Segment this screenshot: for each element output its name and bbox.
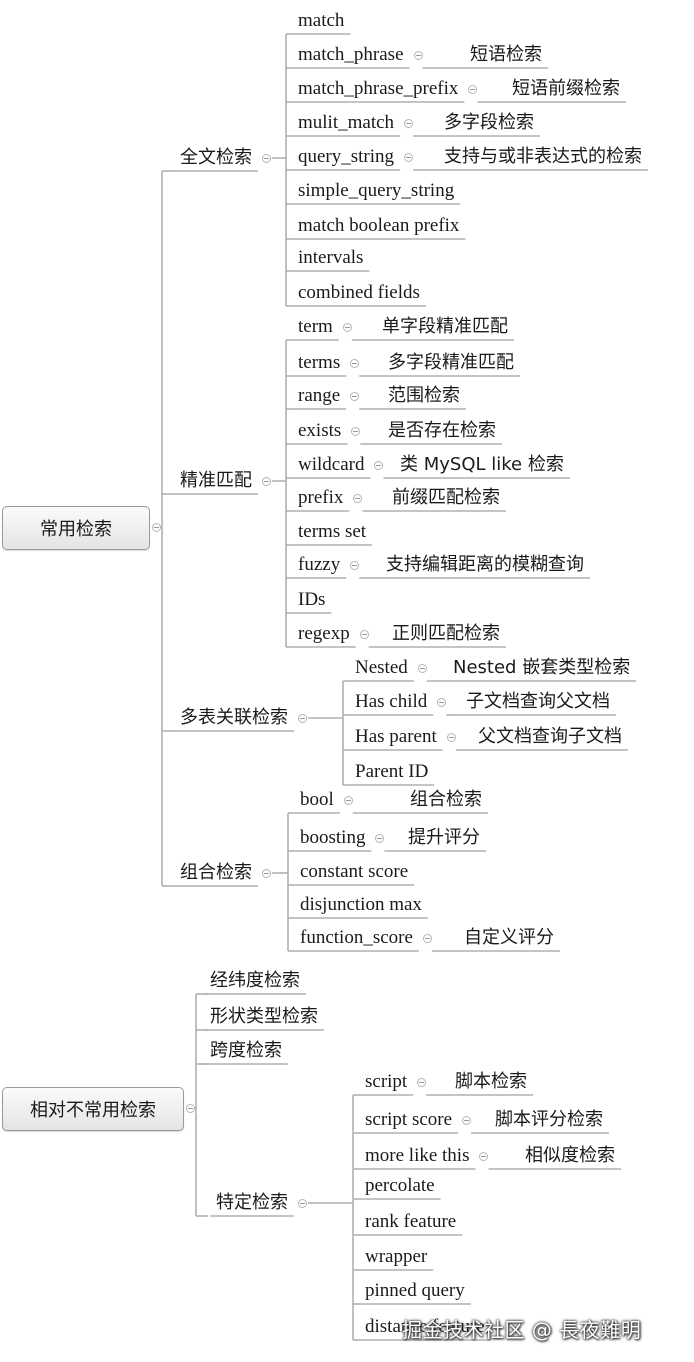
item-i19: regexp xyxy=(298,623,350,644)
item-i14: wildcard xyxy=(298,454,365,475)
note-collapse-icon[interactable] xyxy=(417,664,427,673)
note-i14: 类 MySQL like 检索 xyxy=(400,454,564,475)
item-i7: match boolean prefix xyxy=(298,215,460,236)
note-i28: 自定义评分 xyxy=(464,927,554,948)
category-2: 精准匹配 xyxy=(180,470,252,491)
item-i9: combined fields xyxy=(298,282,420,303)
item-i34: wrapper xyxy=(365,1246,428,1267)
item-i12: range xyxy=(298,385,341,406)
item-i23: Parent ID xyxy=(355,761,429,782)
item-i16: terms set xyxy=(298,521,367,542)
note-i12: 范围检索 xyxy=(388,385,460,406)
item-i35: pinned query xyxy=(365,1280,465,1301)
category-1: 全文检索 xyxy=(180,147,252,168)
item-i24: bool xyxy=(300,789,334,810)
item-i26: constant score xyxy=(300,861,409,882)
note-collapse-icon[interactable] xyxy=(462,1116,472,1125)
root-collapse-icon[interactable] xyxy=(186,1104,195,1113)
item-i4: mulit_match xyxy=(298,112,395,133)
item-i28: function_score xyxy=(300,927,413,948)
category-collapse-icon[interactable] xyxy=(298,714,307,723)
note-collapse-icon[interactable] xyxy=(437,698,447,707)
note-i4: 多字段检索 xyxy=(444,112,534,133)
note-i24: 组合检索 xyxy=(410,789,482,810)
note-collapse-icon[interactable] xyxy=(350,561,360,570)
item-i15: prefix xyxy=(298,487,344,508)
item-i36: distance feature xyxy=(365,1316,485,1337)
watermark: 掘金技术社区 @ 長夜難明 xyxy=(402,1318,642,1342)
note-i21: 子文档查询父文档 xyxy=(466,691,610,712)
item-i8: intervals xyxy=(298,247,364,268)
note-collapse-icon[interactable] xyxy=(413,51,423,60)
note-i5: 支持与或非表达式的检索 xyxy=(444,146,642,167)
note-collapse-icon[interactable] xyxy=(351,427,361,436)
item-i22: Has parent xyxy=(355,726,437,747)
item-i31: more like this xyxy=(365,1145,470,1166)
category-8: 特定检索 xyxy=(216,1192,288,1213)
item-i25: boosting xyxy=(300,827,366,848)
item-i2: match_phrase xyxy=(298,44,404,65)
note-collapse-icon[interactable] xyxy=(359,630,369,639)
item-i29: script xyxy=(365,1071,408,1092)
note-collapse-icon[interactable] xyxy=(375,834,385,843)
category-7: 跨度检索 xyxy=(210,1040,282,1061)
note-i30: 脚本评分检索 xyxy=(495,1109,603,1130)
note-i11: 多字段精准匹配 xyxy=(388,352,514,373)
item-i10: term xyxy=(298,316,333,337)
note-collapse-icon[interactable] xyxy=(404,119,414,128)
root-topic[interactable]: 相对不常用检索 xyxy=(2,1087,184,1131)
category-collapse-icon[interactable] xyxy=(262,869,271,878)
item-i1: match xyxy=(298,10,345,31)
item-i17: fuzzy xyxy=(298,554,341,575)
item-i3: match_phrase_prefix xyxy=(298,78,459,99)
category-6: 形状类型检索 xyxy=(210,1006,318,1027)
note-collapse-icon[interactable] xyxy=(422,934,432,943)
item-i27: disjunction max xyxy=(300,894,422,915)
note-i2: 短语检索 xyxy=(470,44,542,65)
note-i19: 正则匹配检索 xyxy=(392,623,500,644)
category-5: 经纬度检索 xyxy=(210,970,300,991)
note-i20: Nested 嵌套类型检索 xyxy=(453,657,631,678)
note-collapse-icon[interactable] xyxy=(343,796,353,805)
note-collapse-icon[interactable] xyxy=(350,359,360,368)
note-i29: 脚本检索 xyxy=(455,1071,527,1092)
note-collapse-icon[interactable] xyxy=(446,733,456,742)
category-collapse-icon[interactable] xyxy=(262,477,271,486)
item-i5: query_string xyxy=(298,146,395,167)
item-i32: percolate xyxy=(365,1175,435,1196)
category-4: 组合检索 xyxy=(180,862,252,883)
item-i20: Nested xyxy=(355,657,408,678)
root-collapse-icon[interactable] xyxy=(152,523,161,532)
category-3: 多表关联检索 xyxy=(180,707,288,728)
note-collapse-icon[interactable] xyxy=(417,1078,427,1087)
item-i30: script score xyxy=(365,1109,453,1130)
note-i25: 提升评分 xyxy=(408,827,480,848)
item-i21: Has child xyxy=(355,691,428,712)
note-i15: 前缀匹配检索 xyxy=(392,487,500,508)
item-i6: simple_query_string xyxy=(298,180,455,201)
note-i17: 支持编辑距离的模糊查询 xyxy=(386,554,584,575)
note-collapse-icon[interactable] xyxy=(342,323,352,332)
note-collapse-icon[interactable] xyxy=(374,461,384,470)
item-i11: terms xyxy=(298,352,341,373)
item-i13: exists xyxy=(298,420,342,441)
note-i31: 相似度检索 xyxy=(525,1145,615,1166)
category-collapse-icon[interactable] xyxy=(298,1199,307,1208)
note-i22: 父文档查询子文档 xyxy=(478,726,622,747)
note-collapse-icon[interactable] xyxy=(353,494,363,503)
category-collapse-icon[interactable] xyxy=(262,154,271,163)
note-collapse-icon[interactable] xyxy=(350,392,360,401)
note-i3: 短语前缀检索 xyxy=(512,78,620,99)
item-i33: rank feature xyxy=(365,1211,457,1232)
note-i10: 单字段精准匹配 xyxy=(382,316,508,337)
note-collapse-icon[interactable] xyxy=(404,153,414,162)
note-collapse-icon[interactable] xyxy=(468,85,478,94)
item-i18: IDs xyxy=(298,589,326,610)
note-collapse-icon[interactable] xyxy=(479,1152,489,1161)
root-topic[interactable]: 常用检索 xyxy=(2,506,150,550)
note-i13: 是否存在检索 xyxy=(388,420,496,441)
